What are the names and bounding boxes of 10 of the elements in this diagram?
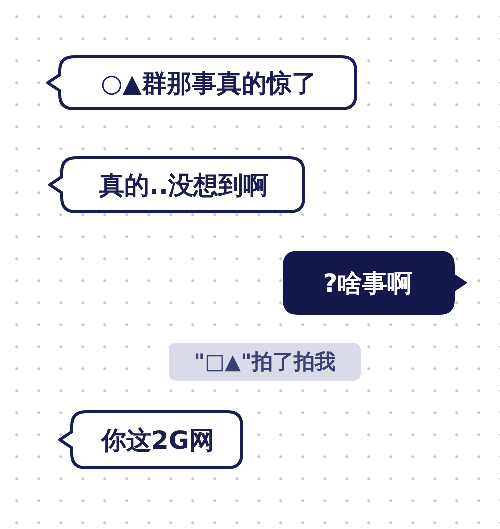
speech-bubble <box>48 156 306 214</box>
message-text: 真的..没想到啊 <box>100 170 268 202</box>
notice-banner <box>168 342 362 382</box>
speech-bubble <box>46 55 358 111</box>
speech-bubble <box>282 250 468 316</box>
message-text: ○▲群那事真的惊了 <box>100 68 318 100</box>
message-text: 你这2G网 <box>102 424 214 456</box>
speech-bubble <box>58 410 244 470</box>
message-text: "□▲"拍了拍我 <box>194 349 336 376</box>
message-text: ?啥事啊 <box>323 268 413 300</box>
